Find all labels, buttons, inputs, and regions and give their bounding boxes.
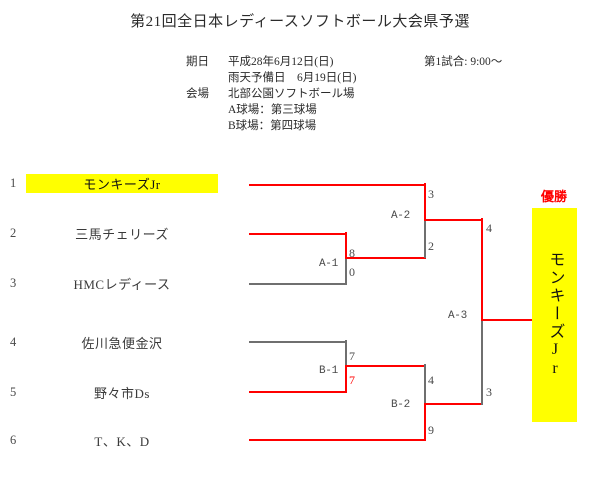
match-label-b1: B-1 [319, 365, 338, 377]
event-info-block: 期日 平成28年6月12日(日) 雨天予備日 6月19日(日) 会場 北部公園ソ… [186, 54, 356, 134]
page-title: 第21回全日本レディースソフトボール大会県予選 [130, 14, 470, 30]
seed-number-6: 6 [10, 432, 17, 447]
info-row-field-b: B球場：第四球場 [186, 118, 356, 134]
match-label-a1: A-1 [319, 258, 338, 270]
score-b2-bottom: 9 [428, 423, 434, 437]
seed-number-2: 2 [10, 225, 17, 240]
score-a3-top: 4 [486, 221, 492, 235]
team-name-2: 三馬チェリーズ [75, 226, 169, 242]
first-game-time: 第1試合: 9:00～ [424, 56, 503, 68]
seed-number-3: 3 [10, 275, 17, 290]
champion-box: モンキーズJr [532, 208, 577, 422]
team-row-3: 3 HMCレディース [10, 270, 218, 296]
score-b2-top: 4 [428, 373, 434, 387]
team-row-5: 5 野々市Ds [10, 379, 218, 405]
seed-number-4: 4 [10, 334, 17, 349]
bracket-line-seed-6 [249, 439, 426, 441]
bracket-line-seed-3 [249, 283, 347, 285]
bracket-vline-a1-top [345, 232, 347, 258]
match-label-a2: A-2 [391, 210, 410, 222]
bracket-vline-b2-bottom [424, 404, 426, 440]
bracket-line-a1-winner [345, 257, 426, 259]
score-b1-top: 7 [349, 349, 355, 363]
bracket-vline-a2-top [424, 183, 426, 220]
info-row-field-a: A球場：第三球場 [186, 102, 356, 118]
bracket-vline-b1-top [345, 340, 347, 366]
score-a2-top: 3 [428, 187, 434, 201]
score-a1-bottom: 0 [349, 265, 355, 279]
bracket-line-seed-5 [249, 391, 347, 393]
champion-name: モンキーズJr [546, 251, 564, 379]
info-row-venue: 会場 北部公園ソフトボール場 [186, 86, 356, 102]
info-value-field-b: B球場：第四球場 [228, 120, 317, 132]
team-name-5: 野々市Ds [94, 385, 150, 401]
team-row-4: 4 佐川急便金沢 [10, 329, 218, 355]
seed-number-1: 1 [10, 175, 17, 190]
champion-label: 優勝 [540, 189, 567, 204]
seed-number-5: 5 [10, 384, 17, 399]
score-a1-top: 8 [349, 246, 355, 260]
bracket-line-champion [481, 319, 533, 321]
info-label-date: 期日 [186, 56, 209, 68]
team-row-6: 6 T、K、D [10, 427, 218, 453]
bracket-line-seed-2 [249, 233, 347, 235]
team-name-4: 佐川急便金沢 [81, 335, 163, 351]
bracket-vline-a3-top [481, 218, 483, 320]
match-label-b2: B-2 [391, 399, 410, 411]
bracket-vline-b1-bottom [345, 366, 347, 392]
info-label-venue: 会場 [186, 88, 209, 100]
bracket-vline-a2-bottom [424, 220, 426, 258]
bracket-vline-a3-bottom [481, 320, 483, 405]
score-a2-bottom: 2 [428, 239, 434, 253]
bracket-line-seed-1 [249, 184, 426, 186]
info-value-date: 平成28年6月12日(日) [228, 56, 334, 68]
team-name-6: T、K、D [94, 433, 150, 449]
info-value-venue: 北部公園ソフトボール場 [228, 88, 355, 100]
info-value-field-a: A球場：第三球場 [228, 104, 317, 116]
info-label-raindate [186, 70, 228, 86]
score-a3-bottom: 3 [486, 385, 492, 399]
bracket-line-b1-winner [345, 365, 426, 367]
team-row-1: 1 モンキーズJr [10, 170, 218, 196]
bracket-line-b2-winner [424, 403, 483, 405]
bracket-line-seed-4 [249, 341, 347, 343]
team-name-3: HMCレディース [73, 276, 171, 292]
team-row-2: 2 三馬チェリーズ [10, 220, 218, 246]
info-row-raindate: 雨天予備日 6月19日(日) [186, 70, 356, 86]
score-b1-bottom: 7 [349, 373, 355, 387]
info-value-raindate: 雨天予備日 6月19日(日) [228, 72, 357, 84]
team-name-1: モンキーズJr [26, 173, 218, 193]
bracket-line-a2-winner [424, 219, 483, 221]
info-row-date: 期日 平成28年6月12日(日) [186, 54, 356, 70]
bracket-vline-b2-top [424, 364, 426, 404]
bracket-vline-a1-bottom [345, 258, 347, 284]
match-label-a3: A-3 [448, 310, 467, 322]
